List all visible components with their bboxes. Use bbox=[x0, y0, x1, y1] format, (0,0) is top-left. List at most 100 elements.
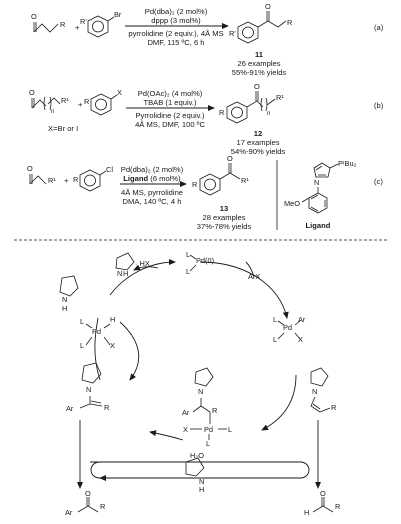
aldehyde-a-r: R bbox=[60, 20, 65, 29]
aldehyde-b-r1: R¹ bbox=[61, 96, 69, 105]
aryl-c-sub: R bbox=[73, 175, 78, 184]
pyrrolidinium-salt: N H · HX bbox=[115, 252, 150, 278]
cond-a-1: Pd(dba)₂ (2 mol%) bbox=[145, 7, 208, 16]
ketone-oxygen: O bbox=[85, 489, 91, 498]
enamine-r: R bbox=[331, 403, 336, 412]
ligand-methoxy: MeO bbox=[284, 199, 300, 208]
product-a-r: R bbox=[287, 18, 292, 27]
aldehyde-b-n: n bbox=[51, 109, 54, 115]
pyrrolidine-free: N H bbox=[59, 275, 79, 313]
aryl-b-sub: R bbox=[84, 97, 89, 106]
oa-pd: Pd bbox=[283, 323, 292, 332]
pd0-l1: L bbox=[186, 250, 190, 259]
cond-b-2: TBAB (1 equiv.) bbox=[143, 98, 197, 107]
ketone-r: R bbox=[100, 502, 105, 511]
aryl-a-sub: R' bbox=[80, 17, 87, 26]
tag-b: (b) bbox=[374, 101, 384, 110]
aldehyde-r: R bbox=[335, 502, 340, 511]
product-c-oxygen: O bbox=[227, 154, 233, 163]
reaction-c: O R¹ + Cl R Pd(dba)₂ (2 mol%) Ligand (6 … bbox=[27, 154, 383, 231]
prod-en-n: N bbox=[86, 385, 91, 394]
aldehyde-oxygen: O bbox=[320, 489, 326, 498]
examples-b: 17 examples bbox=[236, 138, 279, 147]
prod-en-r: R bbox=[104, 403, 109, 412]
oxygen-label: O bbox=[31, 12, 37, 21]
insert-ar: Ar bbox=[182, 408, 190, 417]
arx-in-arrow bbox=[245, 261, 255, 278]
insert-pd: Pd bbox=[204, 425, 213, 434]
cond-c-4: DMA, 140 ºC, 4 h bbox=[123, 197, 182, 206]
reaction-b: O n R¹ + X R X=Br or I Pd(OAc)₂ (4 mol%)… bbox=[29, 82, 384, 156]
compound-13: 13 bbox=[220, 204, 228, 213]
oa-l1: L bbox=[273, 315, 277, 324]
cond-b-3: Pyrrolidine (2 equiv.) bbox=[135, 111, 205, 120]
cond-b-1: Pd(OAc)₂ (4 mol%) bbox=[138, 89, 203, 98]
cond-b-4: 4Å MS, DMF, 100 ºC bbox=[135, 120, 205, 129]
cond-c-1: Pd(dba)₂ (2 mol%) bbox=[121, 165, 184, 174]
enamine-n: N bbox=[312, 387, 317, 396]
ligand-phosphine: PᵗBu₂ bbox=[338, 159, 357, 168]
tag-c: (c) bbox=[374, 177, 383, 186]
reaction-a: O R + Br R' Pd(dba)₂ (2 mol%) dppp (3 mo… bbox=[31, 2, 384, 77]
ligand-structure: PᵗBu₂ N MeO Ligand bbox=[284, 159, 357, 230]
aryl-bromide-a: Br R' bbox=[80, 10, 122, 38]
recycled-pyrrolidine: N H bbox=[185, 457, 205, 494]
x-definition: X=Br or I bbox=[48, 124, 78, 133]
aldehyde-a: O R bbox=[31, 12, 65, 33]
pyrrolidine-recycle-loop bbox=[90, 461, 310, 481]
product-b-oxygen: O bbox=[254, 82, 260, 91]
cond-c-2: Ligand (6 mol%) bbox=[123, 174, 181, 183]
product-b-r1: R¹ bbox=[276, 93, 284, 102]
pdh-l1: L bbox=[80, 317, 84, 326]
insert-l1: L bbox=[228, 425, 232, 434]
pd0-l2: L bbox=[186, 267, 190, 276]
arylated-enamine: N Ar R bbox=[66, 362, 109, 413]
cycle-arrow-beta-h bbox=[149, 430, 184, 441]
pd-hydride-complex: L Pd H L X bbox=[80, 315, 115, 350]
prod-en-ar: Ar bbox=[66, 404, 74, 413]
pyrrolidine-in-arrow bbox=[119, 321, 140, 381]
ketone-product: O Ar R bbox=[65, 489, 105, 517]
insert-x: X bbox=[183, 425, 188, 434]
insert-l2: L bbox=[206, 439, 210, 448]
aldehyde-b-oxygen: O bbox=[29, 88, 35, 97]
ligand-label: Ligand bbox=[306, 221, 331, 230]
aldehyde-b: O n R¹ bbox=[29, 88, 69, 115]
ligand-nitrogen: N bbox=[314, 178, 319, 187]
product-c-r1: R¹ bbox=[241, 176, 249, 185]
cond-a-4: DMF, 115 ºC, 6 h bbox=[147, 38, 204, 47]
pd0-complex: L Pd(0) L bbox=[186, 250, 214, 276]
aldehyde-c-oxygen: O bbox=[27, 164, 33, 173]
cycle-arrow-left bbox=[94, 317, 101, 381]
cond-c-3: 4Å MS, pyrrolidine bbox=[121, 188, 183, 197]
h2o-label: H₂O bbox=[190, 451, 204, 460]
pyrrolidine-h: H bbox=[62, 304, 67, 313]
chlorine-label: Cl bbox=[106, 165, 113, 174]
insert-n: N bbox=[198, 387, 203, 396]
aldehyde-h: H bbox=[304, 508, 309, 517]
yields-b: 54%-90% yields bbox=[231, 147, 286, 156]
recycle-loop-left bbox=[90, 461, 101, 479]
pdh-x: X bbox=[110, 341, 115, 350]
examples-a: 26 examples bbox=[237, 59, 280, 68]
hx-out-arrow bbox=[133, 264, 159, 271]
oa-l2: L bbox=[273, 335, 277, 344]
product-c-sub: R bbox=[192, 180, 197, 189]
enamine-intermediate: N R bbox=[310, 367, 336, 413]
aryl-chloride-c: Cl R bbox=[73, 165, 113, 192]
cond-c-ligand-rest: (6 mol%) bbox=[148, 174, 181, 183]
compound-11: 11 bbox=[255, 50, 264, 59]
plus-a: + bbox=[75, 23, 80, 32]
product-b-sub: R bbox=[219, 108, 224, 117]
yields-c: 37%-78% yields bbox=[197, 222, 252, 231]
catalytic-cycle: ArX L Pd(0) L N H · HX N H L Pd bbox=[59, 250, 340, 517]
product-a-sub: R' bbox=[229, 29, 236, 38]
oa-x: X bbox=[298, 335, 303, 344]
product-a-oxygen: O bbox=[265, 2, 271, 11]
pd0-label: Pd(0) bbox=[196, 256, 214, 265]
tag-a: (a) bbox=[374, 23, 384, 32]
salt-h: H bbox=[123, 269, 128, 278]
aldehyde-product: O H R bbox=[304, 489, 340, 517]
